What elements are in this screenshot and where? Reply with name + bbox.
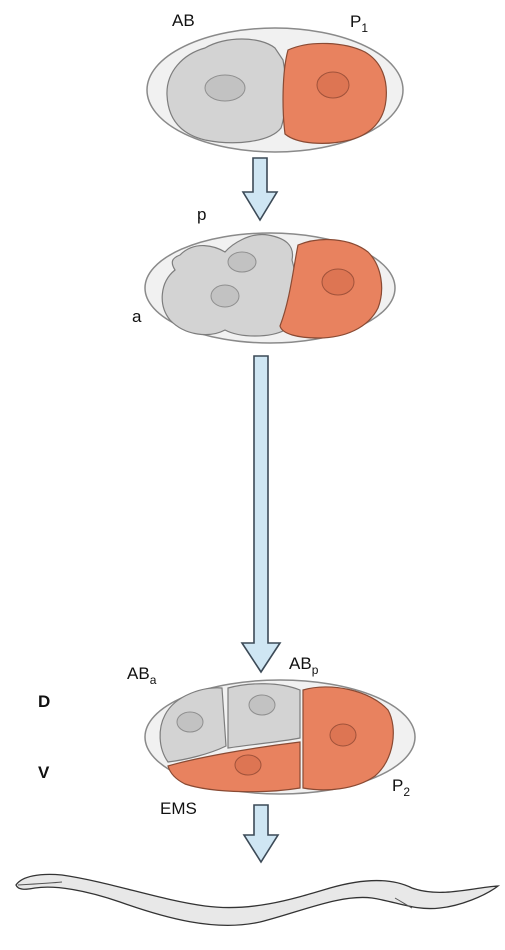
abp-nucleus [249,695,275,715]
label-dorsal: D [38,693,50,710]
arrow-stage2-to-stage3 [242,356,280,672]
two-cell-embryo [147,28,403,152]
worm [16,874,498,925]
p1-nucleus [322,269,354,295]
label-p: p [197,206,206,223]
label-p1: P1 [350,13,368,30]
ems-nucleus [235,755,261,775]
ab-nucleus-lower [211,285,239,307]
p1-nucleus [317,72,349,98]
label-p2: P2 [392,777,410,794]
ab-nucleus [205,75,245,101]
four-cell-embryo [145,680,415,794]
aba-nucleus [177,712,203,732]
label-ab: AB [172,12,195,29]
label-aba: ABa [127,665,156,682]
worm-body [16,874,498,925]
label-abp: ABp [289,655,318,672]
arrow-stage3-to-worm [244,805,278,862]
ab-nucleus-upper [228,252,256,272]
abp-cell [228,684,300,748]
dividing-embryo [145,233,395,343]
label-ventral: V [38,764,49,781]
label-ems: EMS [160,800,197,817]
p2-nucleus [330,724,356,746]
arrow-stage1-to-stage2 [243,158,277,220]
label-a: a [132,308,141,325]
